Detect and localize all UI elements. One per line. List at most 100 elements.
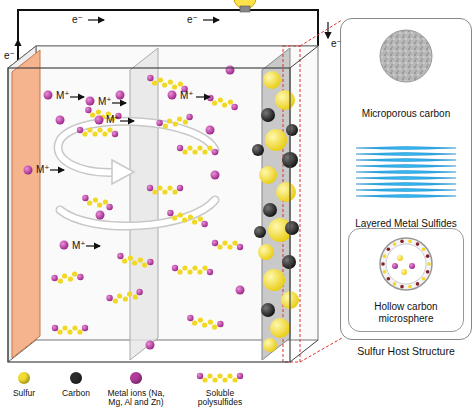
polysulfide-bead <box>97 127 102 132</box>
metal-ion <box>96 211 105 220</box>
host-name: Hollow carbon microsphere <box>349 301 463 325</box>
polysulfide-bead <box>72 325 77 330</box>
polysulfide-bead <box>222 377 227 382</box>
polysulfide-bead <box>123 296 128 301</box>
polysulfide-bead <box>157 185 162 190</box>
polysulfide-bead <box>212 100 217 105</box>
shell-particle <box>426 270 430 274</box>
metal-ion <box>44 91 53 100</box>
carbon-particle <box>282 255 296 269</box>
carbon-particle <box>252 144 264 156</box>
metal-ion <box>206 126 215 135</box>
polysulfide-bead <box>173 121 178 126</box>
shell-particle <box>393 242 397 246</box>
sulfur-particle <box>263 269 285 291</box>
polysulfide-bead <box>133 294 138 299</box>
polysulfide-bead <box>167 118 172 123</box>
polysulfide-bead <box>85 107 91 113</box>
ion-arrow <box>50 169 64 170</box>
polysulfide-bead <box>90 112 95 117</box>
polysulfide-bead <box>178 212 183 217</box>
polysulfide-bead <box>82 195 88 201</box>
polysulfide-bead <box>62 273 67 278</box>
polysulfide-bead <box>106 204 112 210</box>
carbon-particle <box>261 303 275 317</box>
polysulfide-bead <box>182 217 187 222</box>
host-item: Microporous carbon <box>346 22 466 122</box>
shell-particle <box>400 240 404 244</box>
polysulfide-bead <box>177 145 183 151</box>
polysulfide-bead <box>172 189 177 194</box>
sulfide-layer <box>356 153 456 156</box>
ion-label: M⁺ <box>180 90 194 101</box>
polysulfide-bead <box>187 315 193 321</box>
sulfur-particle <box>265 129 287 151</box>
polysulfide-bead <box>62 325 67 330</box>
ion-arrow <box>112 102 126 103</box>
polysulfide-bead <box>127 291 132 296</box>
legend-swatch <box>130 372 142 384</box>
sulfur-particle <box>275 90 295 110</box>
sulfide-layer <box>356 159 456 162</box>
ion-arrow <box>196 96 210 97</box>
polysulfide-bead <box>201 221 207 227</box>
polysulfide-bead <box>117 293 122 298</box>
polysulfide-bead <box>182 149 187 154</box>
ion-label: M⁺ <box>72 240 86 251</box>
polysulfide-bead <box>212 377 217 382</box>
polysulfide-bead <box>97 202 102 207</box>
host-name: Microporous carbon <box>346 108 466 120</box>
polysulfide-bead <box>212 149 218 155</box>
polysulfide-bead <box>192 265 197 270</box>
shell-particle <box>383 270 387 274</box>
polysulfide-bead <box>217 244 222 249</box>
polysulfide-bead <box>92 131 97 136</box>
polysulfide-bead <box>188 214 193 219</box>
polysulfide-bead <box>58 278 63 283</box>
sulfur-particle <box>258 244 274 260</box>
ion-label: M⁺ <box>98 96 112 107</box>
ion-arrow <box>86 245 100 246</box>
polysulfide-bead <box>128 255 133 260</box>
polysulfide-bead <box>232 377 237 382</box>
polysulfide-bead <box>96 109 101 114</box>
polysulfide-bead <box>87 200 92 205</box>
polysulfide-bead <box>142 262 147 267</box>
polysulfide-bead <box>77 274 83 280</box>
polysulfide-bead <box>212 324 217 329</box>
ion-arrow <box>120 120 134 121</box>
shell-particle <box>416 242 420 246</box>
polysulfide-bead <box>202 322 207 327</box>
polysulfide-bead <box>158 77 163 82</box>
carbon-particle <box>254 226 266 238</box>
polysulfide-bead <box>228 99 233 104</box>
polysulfide-bead <box>192 149 197 154</box>
polysulfide-bead <box>177 269 182 274</box>
polysulfide-bead <box>82 131 87 136</box>
metal-ion <box>226 66 235 75</box>
polysulfide-bead <box>147 259 153 265</box>
polysulfide-bead <box>207 145 212 150</box>
polysulfide-bead <box>162 82 167 87</box>
legend-text: Carbon <box>56 389 96 398</box>
polysulfide-bead <box>52 325 58 331</box>
shell-particle <box>416 282 420 286</box>
polysulfide-bead <box>186 114 192 120</box>
polysulfide-bead <box>77 329 82 334</box>
polysulfide-bead <box>222 102 227 107</box>
shell-particle <box>408 285 412 289</box>
sulfide-layer <box>356 171 456 174</box>
polysulfide-bead <box>113 298 118 303</box>
polysulfide-bead <box>182 265 187 270</box>
sulfide-layer <box>356 189 456 192</box>
sulfur-particle <box>263 71 281 89</box>
polysulfide-bead <box>208 319 213 324</box>
shell-particle <box>393 282 397 286</box>
shell-particle <box>422 247 426 251</box>
sulfur-particle <box>276 182 296 202</box>
metal-ion <box>211 171 220 180</box>
shell-particle <box>383 254 387 258</box>
polysulfide-bead <box>178 81 183 86</box>
polysulfide-bead <box>192 320 197 325</box>
metal-ion <box>146 341 155 350</box>
